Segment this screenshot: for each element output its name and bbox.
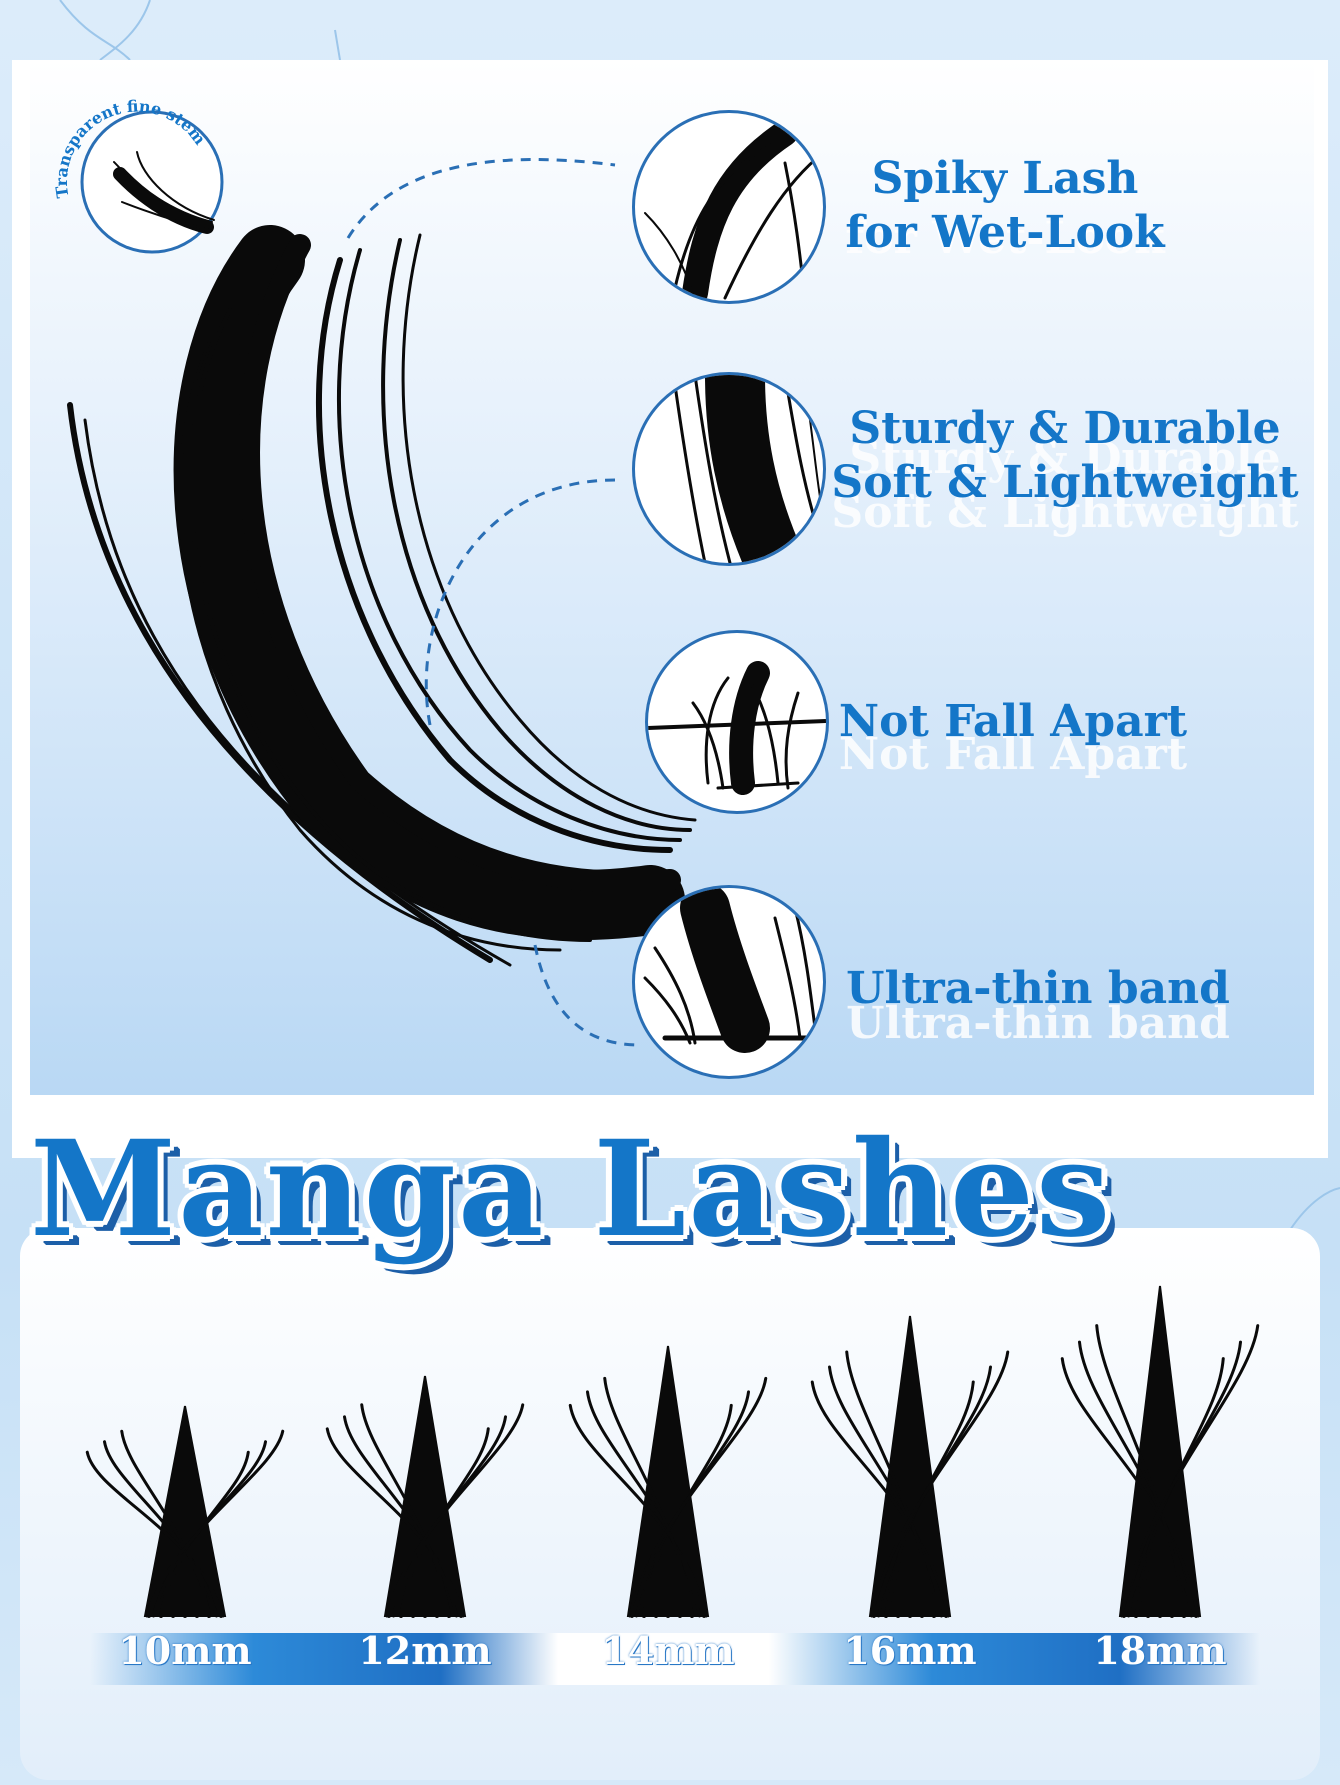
feature-label-not-fall: Not Fall Apart: [838, 696, 1188, 747]
feature-echo-spiky: for Wet-Look: [845, 213, 1165, 264]
lash-cluster-illustration: [67, 225, 697, 967]
size-label-16: 16mm: [843, 1628, 977, 1673]
feature-connectors: [346, 158, 641, 1047]
feature-circle-ultra-thin: [632, 885, 826, 1079]
feature-label-spiky: Spiky Lash for Wet-Look: [845, 153, 1165, 258]
page-title: Manga Lashes: [30, 1112, 1113, 1267]
size-label-12: 12mm: [358, 1628, 492, 1673]
feature-label-ultra-thin: Ultra-thin band: [846, 963, 1230, 1014]
size-label-18: 18mm: [1093, 1628, 1227, 1673]
size-label-10: 10mm: [118, 1628, 252, 1673]
length-panel: 10mm 12mm 14mm 16mm 18mm: [20, 1228, 1320, 1780]
lash-cluster-12mm: [325, 1375, 525, 1618]
feature-label-sturdy: Sturdy & Durable Soft & Lightweight: [831, 403, 1299, 508]
transparent-stem-badge: Transparent fine stem: [42, 82, 232, 272]
feature-echo-not-fall: Not Fall Apart: [838, 729, 1188, 780]
lash-cluster-10mm: [85, 1405, 285, 1618]
feature-circle-not-fall-apart: [645, 630, 829, 814]
lash-cluster-16mm: [810, 1315, 1010, 1618]
lash-cluster-14mm: [568, 1345, 768, 1618]
lash-cluster-18mm: [1060, 1285, 1260, 1618]
feature-echo-sturdy: Sturdy & Durable Soft & Lightweight: [831, 433, 1299, 538]
feature-echo-ultra-thin: Ultra-thin band: [846, 998, 1230, 1049]
feature-circle-spiky: [632, 110, 826, 304]
lash-length-row: [85, 1285, 1260, 1618]
size-band: [90, 1633, 1260, 1685]
feature-circle-sturdy: [632, 372, 826, 566]
size-label-14: 14mm: [601, 1628, 735, 1673]
